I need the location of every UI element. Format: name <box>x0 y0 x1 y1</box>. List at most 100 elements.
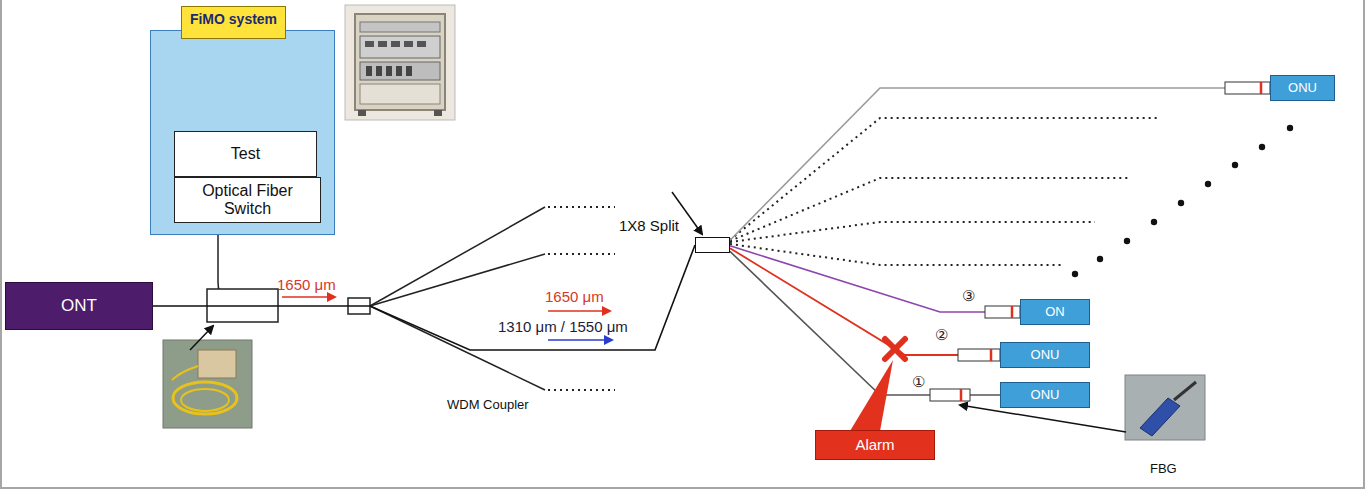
rack-photo <box>345 5 455 120</box>
box-label: ON <box>1045 305 1065 320</box>
wdm-photo <box>163 340 252 428</box>
fbg-mark <box>960 389 963 401</box>
coupler-case <box>198 350 236 378</box>
photo-ground <box>1125 375 1205 440</box>
box-label: ONU <box>1031 388 1060 403</box>
box-label: ONU <box>1031 348 1060 363</box>
fiber-coil <box>173 382 237 414</box>
box-label: Optical Fiber Switch <box>179 182 316 219</box>
rack-port <box>386 66 392 76</box>
callout-number: ① <box>912 373 925 390</box>
dot <box>1205 181 1211 187</box>
splitter-box: 1X8 Split <box>695 237 730 253</box>
dot <box>1232 162 1238 168</box>
fault-cross <box>885 339 905 359</box>
rack-port <box>378 41 387 47</box>
onu-box: ONU <box>1270 75 1335 101</box>
alarm-text: Alarm <box>855 436 894 453</box>
rack-port <box>406 66 412 76</box>
part-label: FBG <box>1150 462 1177 477</box>
fbg-connector <box>958 349 1000 361</box>
signal-arrow <box>548 339 612 341</box>
rack-port <box>396 66 402 76</box>
rack-unit <box>360 36 440 58</box>
rack-wheel <box>434 110 442 116</box>
fbg-fitting <box>985 306 1020 318</box>
fiber-connector <box>730 251 1000 395</box>
dot <box>1097 256 1103 262</box>
leader-arrow <box>190 326 213 350</box>
box-label: ONU <box>1288 81 1317 96</box>
rack-port <box>365 41 374 47</box>
rack-unit <box>360 22 440 32</box>
onu-box: ONU <box>1000 342 1090 368</box>
fbg-mark <box>1260 82 1263 94</box>
dot <box>1259 144 1265 150</box>
box-label: ONT <box>61 296 97 316</box>
fiber-coil <box>181 389 229 411</box>
ont-box: ONT <box>5 282 153 330</box>
alarm-callout: Alarm <box>815 430 935 460</box>
fbg-mark <box>990 349 993 361</box>
panel-heading: FiMO system <box>181 6 286 39</box>
cross-stroke <box>885 339 905 359</box>
signal-arrow <box>282 296 335 298</box>
fbg-connector <box>1225 82 1270 94</box>
callout-number: ③ <box>962 287 975 304</box>
photo-ground <box>345 5 455 120</box>
fiber-lead <box>172 366 198 380</box>
rack-port <box>404 41 413 47</box>
function-box: Optical Fiber Switch <box>174 177 321 223</box>
onu-box: ONU <box>1000 382 1090 408</box>
system-panel: FiMO systemTestOptical Fiber Switch <box>150 30 335 235</box>
fbg-fitting <box>958 349 1000 361</box>
fiber-line <box>370 254 545 306</box>
box-label: Test <box>231 145 260 163</box>
rack-wheel <box>358 110 366 116</box>
cross-stroke <box>885 339 905 359</box>
dotted-fiber <box>548 253 615 255</box>
fbg-ferrule <box>1174 382 1196 400</box>
photo-ground <box>163 340 252 428</box>
rack-port <box>417 41 426 47</box>
signal-arrow <box>548 310 610 312</box>
rack-unit <box>360 62 440 80</box>
fbg-fitting <box>930 389 970 401</box>
dot <box>1178 200 1184 206</box>
dotted-fiber <box>548 206 615 208</box>
wavelength-label: 1650 μm <box>277 276 336 293</box>
alarm-pointer <box>850 360 893 431</box>
fbg-fitting <box>1225 82 1270 94</box>
wavelength-label: 1650 μm <box>545 288 604 305</box>
wavelength-label: 1310 μm / 1550 μm <box>498 318 628 335</box>
dot <box>1287 125 1293 131</box>
rack-shelf <box>360 84 440 104</box>
dot <box>1124 238 1130 244</box>
ellipsis-dots <box>1072 125 1293 277</box>
fbg-photo <box>1125 375 1205 440</box>
fbg-connector <box>1140 398 1180 436</box>
callout-number: ② <box>935 326 948 343</box>
function-box: Test <box>174 131 317 177</box>
splitter-label: 1X8 Split <box>619 217 679 234</box>
fbg-connector <box>930 389 970 401</box>
part-label: WDM Coupler <box>447 398 529 413</box>
rack-port <box>391 41 400 47</box>
dotted-fiber <box>730 178 1130 241</box>
coupler-outputs <box>370 207 615 390</box>
fiber-connector <box>730 246 1020 312</box>
dot <box>1151 219 1157 225</box>
rack-port <box>376 66 382 76</box>
fbg-connector <box>985 306 1020 318</box>
fiber-line <box>370 207 545 306</box>
fbg-mark <box>1011 306 1014 318</box>
split-dotted-outputs <box>730 118 1160 265</box>
rack-frame <box>355 14 445 110</box>
fiber-connector <box>730 88 1270 240</box>
fiber-connector <box>153 245 695 350</box>
leader-arrow <box>960 405 1126 432</box>
rack-port <box>366 66 372 76</box>
dotted-fiber <box>548 389 615 391</box>
